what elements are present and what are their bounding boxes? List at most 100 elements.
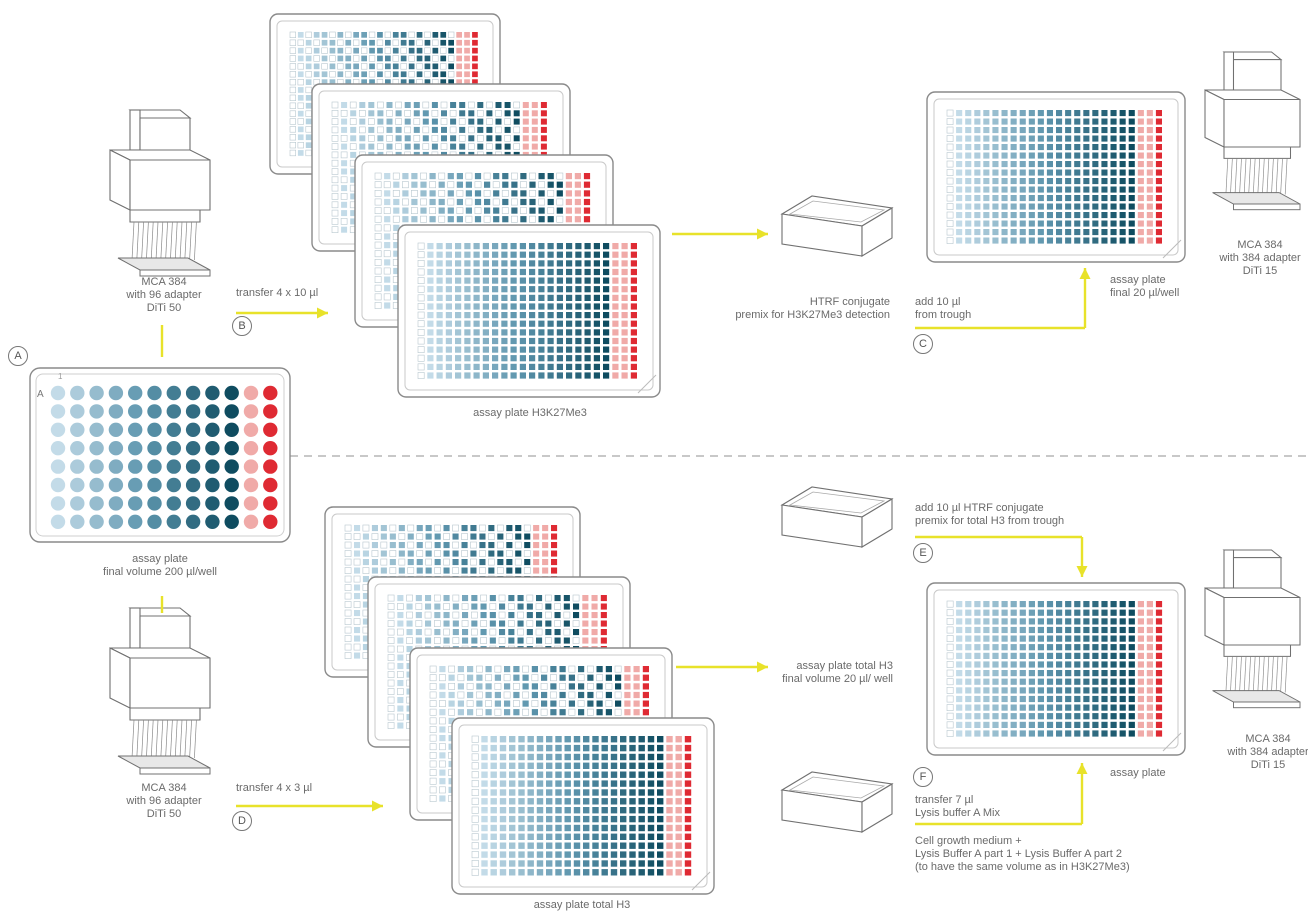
well (458, 692, 464, 698)
well (518, 612, 524, 618)
well (965, 187, 971, 193)
well (368, 135, 374, 141)
well (965, 627, 971, 633)
well (611, 798, 617, 804)
well (666, 798, 672, 804)
well (456, 40, 462, 46)
well (685, 860, 691, 866)
well (657, 869, 663, 875)
well (509, 789, 515, 795)
well (475, 199, 481, 205)
mca-top-left (130, 110, 140, 150)
well (1101, 687, 1107, 693)
well (548, 243, 554, 249)
well (306, 134, 312, 140)
mca-tip (151, 222, 153, 260)
well (601, 612, 607, 618)
well (484, 216, 490, 222)
well (393, 32, 399, 38)
well (1083, 705, 1089, 711)
well (551, 525, 557, 531)
well-circle (225, 441, 239, 455)
mca-384-pipetting-head-icon (1205, 550, 1300, 708)
well (396, 119, 402, 125)
well (1029, 187, 1035, 193)
well (381, 551, 387, 557)
well (1147, 653, 1153, 659)
well (578, 709, 584, 715)
well (1156, 204, 1162, 210)
well (1111, 601, 1117, 607)
well (448, 182, 454, 188)
well (612, 338, 618, 344)
well (666, 869, 672, 875)
well (584, 173, 590, 179)
mca-tip (151, 720, 153, 758)
well (1083, 153, 1089, 159)
well (666, 780, 672, 786)
well (648, 754, 654, 760)
well (1002, 153, 1008, 159)
well (418, 269, 424, 275)
well (470, 542, 476, 548)
well (1074, 730, 1080, 736)
well (437, 347, 443, 353)
well (306, 103, 312, 109)
well (500, 860, 506, 866)
well (546, 789, 552, 795)
well (612, 321, 618, 327)
well (439, 726, 445, 732)
well (402, 208, 408, 214)
well (456, 71, 462, 77)
well (397, 697, 403, 703)
plate96-col-label: 1 (58, 370, 62, 383)
well (474, 321, 480, 327)
well (1020, 670, 1026, 676)
well (495, 683, 501, 689)
well (1129, 705, 1135, 711)
well (1092, 212, 1098, 218)
well (956, 627, 962, 633)
well (441, 127, 447, 133)
well (462, 559, 468, 565)
well (612, 243, 618, 249)
well (377, 102, 383, 108)
well (474, 243, 480, 249)
well (1029, 170, 1035, 176)
well (676, 763, 682, 769)
arrow-head (1080, 268, 1091, 279)
well (476, 683, 482, 689)
well (1120, 187, 1126, 193)
well (566, 182, 572, 188)
well (426, 525, 432, 531)
well (538, 355, 544, 361)
well (1056, 187, 1062, 193)
well (1129, 110, 1135, 116)
well (541, 709, 547, 715)
well (1002, 679, 1008, 685)
well (377, 48, 383, 54)
well (446, 364, 452, 370)
well (298, 48, 304, 54)
well (416, 638, 422, 644)
well (1029, 204, 1035, 210)
well (992, 127, 998, 133)
well (565, 851, 571, 857)
well (322, 56, 328, 62)
well (639, 825, 645, 831)
well (455, 278, 461, 284)
well (1101, 178, 1107, 184)
well (548, 321, 554, 327)
well (474, 364, 480, 370)
well (1156, 713, 1162, 719)
well (1138, 178, 1144, 184)
well (1156, 187, 1162, 193)
well (425, 621, 431, 627)
well (1083, 601, 1089, 607)
well (388, 680, 394, 686)
well (594, 278, 600, 284)
well (1111, 687, 1117, 693)
well (492, 347, 498, 353)
well (1029, 110, 1035, 116)
well (612, 364, 618, 370)
